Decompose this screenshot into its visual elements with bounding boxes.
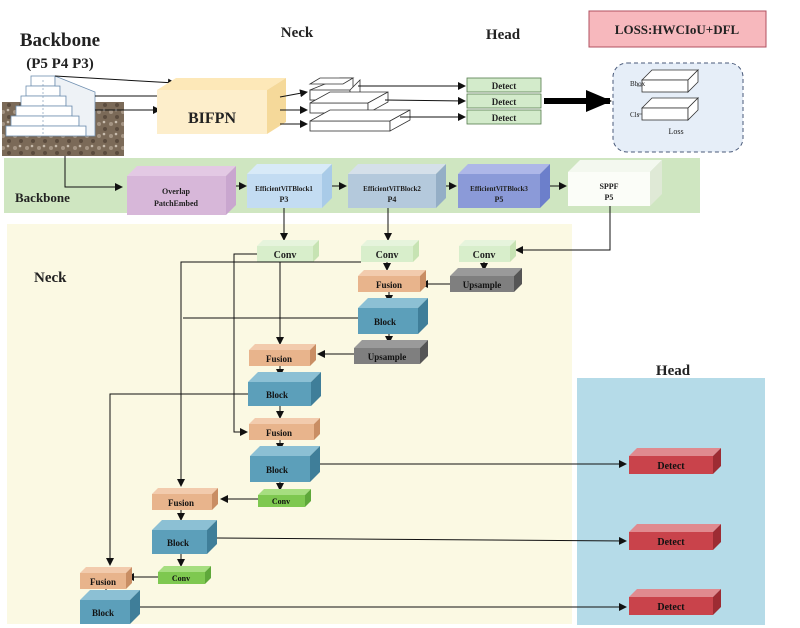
loss-box bbox=[588, 10, 767, 48]
svg-text:Bbox: Bbox bbox=[630, 80, 646, 88]
neck-block-2: Block bbox=[248, 372, 321, 406]
svg-text:Detect: Detect bbox=[657, 461, 685, 472]
head-detect-3: Detect bbox=[629, 589, 721, 615]
svg-text:P3: P3 bbox=[280, 195, 289, 204]
svg-text:Block: Block bbox=[266, 390, 288, 400]
neck-upsample-2: Upsample bbox=[354, 340, 428, 364]
neck-upsample-1: Upsample bbox=[450, 268, 522, 292]
backbone-title: Backbone bbox=[20, 30, 100, 51]
svg-text:Fusion: Fusion bbox=[266, 354, 292, 364]
neck-conv-p3: Conv bbox=[257, 240, 319, 262]
svg-text:Conv: Conv bbox=[274, 250, 297, 261]
svg-text:Detect: Detect bbox=[492, 97, 516, 107]
neck-conv-p5: Conv bbox=[459, 240, 516, 262]
svg-text:Detect: Detect bbox=[492, 81, 516, 91]
svg-text:Block: Block bbox=[167, 538, 189, 548]
neck-block-1: Block bbox=[358, 298, 428, 334]
svg-text:BIFPN: BIFPN bbox=[188, 110, 236, 127]
svg-text:Overlap: Overlap bbox=[162, 187, 191, 196]
svg-text:P5: P5 bbox=[605, 193, 614, 202]
neck-conv-small-2: Conv bbox=[158, 566, 211, 584]
svg-text:Loss: Loss bbox=[668, 127, 683, 136]
svg-text:Block: Block bbox=[92, 608, 114, 618]
top-detect-1: Detect bbox=[466, 77, 542, 93]
svg-text:Block: Block bbox=[374, 317, 396, 327]
svg-text:SPPF: SPPF bbox=[599, 182, 618, 191]
head-title-top: Head bbox=[486, 27, 521, 43]
backbone-band-title: Backbone bbox=[15, 190, 70, 205]
svg-text:EfficientViTBlock1: EfficientViTBlock1 bbox=[255, 185, 313, 193]
svg-text:Upsample: Upsample bbox=[463, 280, 502, 290]
neck-fusion-4: Fusion bbox=[152, 488, 218, 510]
backbone-block-overlap: Overlap PatchEmbed bbox=[127, 166, 236, 215]
svg-text:Upsample: Upsample bbox=[368, 352, 407, 362]
svg-text:Fusion: Fusion bbox=[90, 577, 116, 587]
svg-text:EfficientViTBlock3: EfficientViTBlock3 bbox=[470, 185, 528, 193]
backbone-block-vit1: EfficientViTBlock1 P3 bbox=[247, 164, 332, 208]
head-detect-1: Detect bbox=[629, 448, 721, 474]
neck-title-top: Neck bbox=[281, 25, 314, 41]
svg-text:Conv: Conv bbox=[272, 497, 290, 506]
loss-diagram: Bbox Cls Loss bbox=[612, 62, 744, 153]
bifpn-box: BIFPN bbox=[157, 78, 286, 134]
top-detect-3: Detect bbox=[466, 109, 542, 125]
backbone-block-vit2: EfficientViTBlock2 P4 bbox=[348, 164, 446, 208]
neck-title: Neck bbox=[34, 270, 67, 286]
backbone-subtitle: (P5 P4 P3) bbox=[26, 56, 93, 72]
svg-text:Conv: Conv bbox=[376, 250, 399, 261]
backbone-block-sppf: SPPF P5 bbox=[568, 160, 662, 206]
svg-text:PatchEmbed: PatchEmbed bbox=[154, 199, 199, 208]
neck-block-3: Block bbox=[250, 446, 320, 482]
svg-text:EfficientViTBlock2: EfficientViTBlock2 bbox=[363, 185, 421, 193]
backbone-block-vit3: EfficientViTBlock3 P5 bbox=[458, 164, 550, 208]
svg-text:Conv: Conv bbox=[172, 574, 190, 583]
svg-text:Fusion: Fusion bbox=[266, 428, 292, 438]
top-detect-2: Detect bbox=[466, 93, 542, 109]
svg-text:Conv: Conv bbox=[473, 250, 496, 261]
head-title: Head bbox=[656, 363, 691, 379]
svg-text:Fusion: Fusion bbox=[168, 498, 194, 508]
neck-fusion-3: Fusion bbox=[249, 418, 320, 440]
svg-text:Cls: Cls bbox=[630, 111, 640, 119]
svg-text:Detect: Detect bbox=[657, 537, 685, 548]
neck-block-5: Block bbox=[80, 590, 140, 624]
svg-text:P5: P5 bbox=[495, 195, 504, 204]
neck-conv-small-1: Conv bbox=[258, 489, 311, 507]
svg-text:Fusion: Fusion bbox=[376, 280, 402, 290]
input-image-pyramid bbox=[2, 75, 124, 156]
neck-fusion-5: Fusion bbox=[80, 567, 132, 589]
head-detect-2: Detect bbox=[629, 524, 721, 550]
loss-label: LOSS:HWCIoU+DFL bbox=[615, 22, 740, 37]
neck-block-4: Block bbox=[152, 520, 217, 554]
neck-conv-p4: Conv bbox=[361, 240, 419, 262]
head-area bbox=[577, 378, 765, 625]
svg-text:P4: P4 bbox=[388, 195, 397, 204]
neck-fusion-1: Fusion bbox=[358, 270, 426, 292]
svg-text:Detect: Detect bbox=[657, 602, 685, 613]
svg-text:Detect: Detect bbox=[492, 113, 516, 123]
neck-feature-stack bbox=[308, 77, 411, 132]
neck-fusion-2: Fusion bbox=[249, 344, 316, 366]
svg-text:Block: Block bbox=[266, 465, 288, 475]
